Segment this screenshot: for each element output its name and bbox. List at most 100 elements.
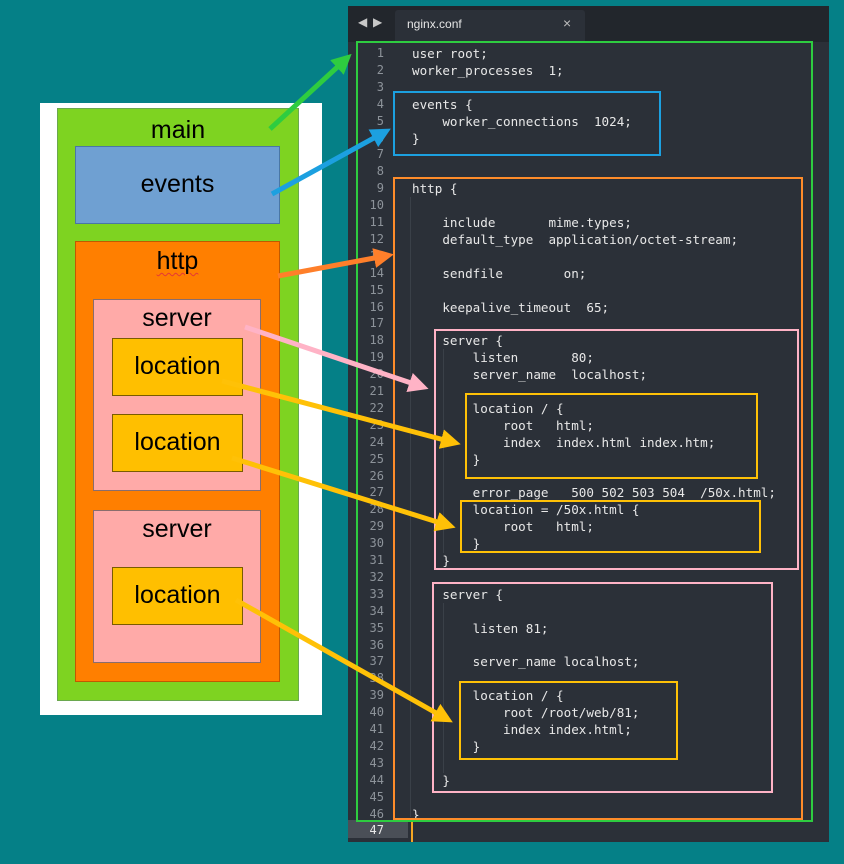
- arrow-location-3: [234, 597, 453, 723]
- line-number: 34: [369, 603, 384, 618]
- line-number: 45: [369, 789, 384, 804]
- code-line: worker_processes 1;: [412, 62, 564, 78]
- line-number: 39: [369, 688, 384, 703]
- line-number: 15: [369, 282, 384, 297]
- line-number: 8: [376, 164, 384, 179]
- location-label-2: location: [134, 428, 221, 456]
- line-number: 7: [376, 147, 384, 162]
- code-line: }: [412, 553, 450, 568]
- events-label: events: [140, 170, 215, 198]
- code-line: server_name localhost;: [412, 367, 648, 383]
- code-line: }: [412, 536, 481, 552]
- active-line-highlight: [348, 820, 408, 838]
- nav-forward-icon[interactable]: ▶: [373, 15, 383, 29]
- code-line: index index.html;: [412, 722, 632, 737]
- line-number: 11: [369, 215, 384, 229]
- arrow-main: [268, 53, 352, 131]
- code-line: }: [412, 130, 420, 146]
- line-number: 44: [369, 772, 384, 787]
- main-label: main: [150, 116, 206, 144]
- line-number: 5: [376, 113, 384, 128]
- line-number: 12: [369, 231, 384, 246]
- line-number: 41: [369, 722, 384, 736]
- line-number: 36: [369, 637, 384, 652]
- line-number: 47: [369, 823, 384, 838]
- line-number: 32: [369, 569, 384, 584]
- http-label: http: [156, 247, 199, 275]
- line-number: 37: [369, 654, 384, 669]
- text-caret: [411, 822, 413, 842]
- code-line: }: [412, 738, 481, 754]
- code-line: index index.html index.htm;: [412, 434, 716, 450]
- code-line: root html;: [412, 519, 594, 535]
- location-frame-1: [465, 393, 758, 479]
- code-line: location = /50x.html {: [412, 502, 640, 518]
- location-label-3: location: [134, 581, 221, 609]
- line-number: 33: [369, 586, 384, 601]
- indent-guide: [410, 197, 411, 817]
- code-editor: [348, 6, 829, 842]
- indent-guide: [443, 349, 444, 553]
- code-line: sendfile on;: [412, 265, 587, 281]
- code-line: http {: [412, 181, 458, 197]
- server-label-2: server: [142, 515, 212, 543]
- line-number: 40: [369, 705, 384, 720]
- line-number: 19: [369, 350, 384, 365]
- line-number: 4: [376, 96, 384, 111]
- code-line: default_type application/octet-stream;: [412, 231, 739, 247]
- line-number: 18: [369, 333, 384, 348]
- line-number: 22: [369, 400, 384, 415]
- code-line: root html;: [412, 417, 594, 433]
- line-number: 42: [369, 738, 384, 753]
- line-number: 25: [369, 451, 384, 466]
- close-icon[interactable]: ×: [563, 15, 572, 31]
- code-line: server {: [412, 333, 503, 349]
- events-frame: [393, 91, 661, 156]
- code-line: server {: [412, 586, 503, 602]
- line-number: 14: [369, 265, 384, 280]
- tab-nginx-conf[interactable]: [395, 10, 585, 42]
- indent-guide: [443, 603, 444, 773]
- tab-title: nginx.conf: [407, 17, 462, 31]
- code-line: }: [412, 772, 450, 788]
- arrow-location-1: [221, 378, 461, 449]
- arrow-http: [277, 248, 394, 279]
- line-number: 27: [369, 485, 384, 500]
- location-label-1: location: [134, 352, 221, 380]
- line-number: 16: [369, 299, 384, 314]
- line-number: 26: [369, 468, 384, 483]
- code-line: error_page 500 502 503 504 /50x.html;: [412, 485, 776, 501]
- code-line: server_name localhost;: [412, 654, 640, 670]
- server-frame-2: [432, 582, 773, 793]
- line-number: 17: [369, 316, 384, 331]
- code-line: keepalive_timeout 65;: [412, 299, 610, 315]
- location-frame-2: [460, 500, 761, 553]
- arrow-server-1: [244, 324, 429, 392]
- http-frame: [393, 177, 803, 820]
- main-frame: [356, 41, 813, 822]
- code-line: }: [412, 451, 481, 467]
- code-line: listen 81;: [412, 620, 549, 636]
- code-line: location / {: [412, 688, 564, 704]
- line-number: 30: [369, 536, 384, 551]
- events-block: events: [75, 146, 280, 224]
- location-block-1: location: [112, 338, 243, 396]
- line-number: 24: [369, 434, 384, 449]
- location-block-3: location: [112, 567, 243, 625]
- line-number: 3: [376, 79, 384, 94]
- code-line: events {: [412, 96, 473, 112]
- nav-back-icon[interactable]: ◀: [358, 15, 368, 29]
- server-label-1: server: [142, 304, 212, 332]
- line-number: 21: [369, 384, 384, 398]
- code-line: include mime.types;: [412, 215, 632, 230]
- arrow-events: [270, 128, 391, 197]
- code-line: listen 80;: [412, 350, 594, 366]
- code-line: user root;: [412, 46, 488, 61]
- server-frame-1: [434, 329, 799, 570]
- location-frame-3: [459, 681, 678, 760]
- line-number: 31: [369, 553, 384, 567]
- line-number: 43: [369, 755, 384, 770]
- line-number: 2: [376, 62, 384, 77]
- line-number: 46: [369, 806, 384, 821]
